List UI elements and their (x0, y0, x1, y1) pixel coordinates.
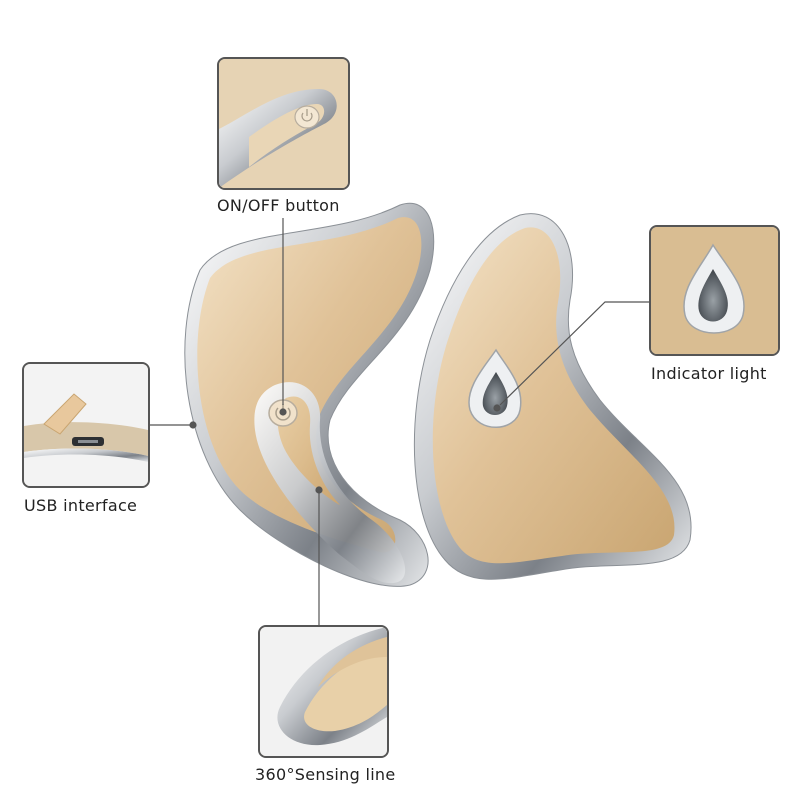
usb-label: USB interface (24, 496, 138, 515)
usb-callout-image (22, 362, 150, 488)
left-device (184, 202, 435, 587)
on-off-label: ON/OFF button (217, 196, 340, 215)
sensing-callout-image (258, 625, 389, 758)
leader-lines (150, 218, 649, 625)
sensing-label: 360°Sensing line (255, 765, 396, 784)
right-device (413, 213, 692, 580)
indicator-label: Indicator light (651, 364, 767, 383)
on-off-callout-image (217, 57, 350, 190)
indicator-callout-image (649, 225, 780, 356)
